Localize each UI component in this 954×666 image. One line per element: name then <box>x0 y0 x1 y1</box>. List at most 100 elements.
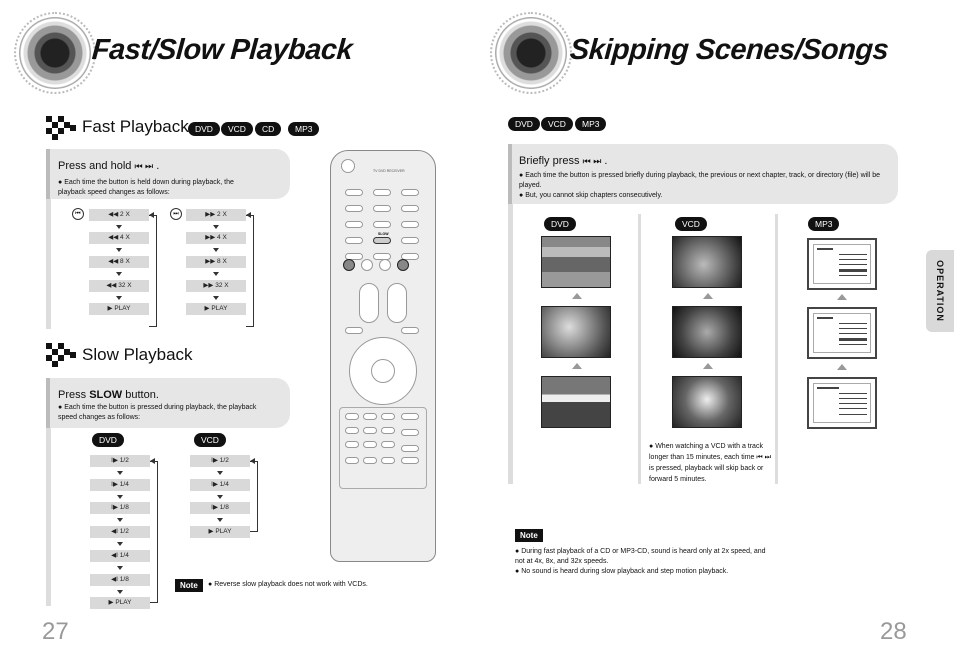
up-arrow-icon <box>837 294 847 300</box>
fast-rev-step: ◀◀ 4 X <box>89 232 149 244</box>
checker-icon <box>46 116 78 140</box>
down-arrow-icon <box>116 272 122 276</box>
badge-vcd: VCD <box>194 433 226 447</box>
slow-dvd-step: ◀I 1/4 <box>90 550 150 562</box>
loop-arrow-icon <box>246 212 251 218</box>
down-arrow-icon <box>217 518 223 522</box>
fast-rev-step: ◀◀ 8 X <box>89 256 149 268</box>
skip-instruction: Briefly press ⏮ ⏭ . <box>519 155 608 167</box>
skip-back-icon: ⏮ <box>72 208 84 220</box>
loop-line <box>150 461 158 603</box>
slow-dvd-step: I▶ 1/4 <box>90 479 150 491</box>
slow-dvd-step: I▶ 1/8 <box>90 502 150 514</box>
mp3-screen-thumbnail <box>807 238 877 290</box>
page-number: 28 <box>880 618 907 645</box>
up-arrow-icon <box>703 363 713 369</box>
slow-dvd-step: ◀I 1/2 <box>90 526 150 538</box>
vcd-scene-thumbnail <box>672 236 742 288</box>
mp3-screen-thumbnail <box>807 377 877 429</box>
down-arrow-icon <box>116 225 122 229</box>
badge-dvd: DVD <box>92 433 124 447</box>
down-arrow-icon <box>117 518 123 522</box>
badge-mp3: MP3 <box>575 117 607 131</box>
fast-rev-step: ▶ PLAY <box>89 303 149 315</box>
operation-side-tab[interactable]: OPERATION <box>926 250 954 332</box>
fast-rev-step: ◀◀ 32 X <box>89 280 149 292</box>
column-divider <box>638 214 641 484</box>
page-title: Skipping Scenes/Songs <box>568 34 890 66</box>
loop-line <box>149 215 157 327</box>
skip-buttons-icon: ⏮ ⏭ <box>756 454 771 461</box>
slow-vcd-step: I▶ 1/4 <box>190 479 250 491</box>
loop-arrow-icon <box>150 458 155 464</box>
slow-bullet: ● Each time the button is pressed during… <box>58 404 257 421</box>
slow-dvd-step: ▶ PLAY <box>90 597 150 609</box>
fast-playback-heading: Fast Playback <box>82 117 189 136</box>
column-divider <box>775 214 778 484</box>
slow-vcd-step: ▶ PLAY <box>190 526 250 538</box>
down-arrow-icon <box>217 495 223 499</box>
skip-panel-stem <box>508 204 513 484</box>
badge-cd: CD <box>255 122 282 136</box>
skip-forward-icon: ⏭ <box>170 208 182 220</box>
slow-dvd-step: ◀I 1/8 <box>90 574 150 586</box>
badge-mp3: MP3 <box>288 122 320 136</box>
badge-vcd: VCD <box>221 122 253 136</box>
down-arrow-icon <box>213 272 219 276</box>
note-label: Note <box>515 529 543 542</box>
slow-playback-heading: Slow Playback <box>82 345 193 364</box>
page-title: Fast/Slow Playback <box>90 34 354 66</box>
slow-key-label: SLOW <box>89 389 123 401</box>
up-arrow-icon <box>572 363 582 369</box>
badge-vcd: VCD <box>541 117 573 131</box>
fast-bullet: ● Each time the button is held down duri… <box>58 179 234 196</box>
loop-arrow-icon <box>250 458 255 464</box>
fast-fwd-step: ▶▶ 32 X <box>186 280 246 292</box>
loop-line <box>250 461 258 532</box>
badge-vcd: VCD <box>675 217 707 231</box>
fast-rev-step: ◀◀ 2 X <box>89 209 149 221</box>
page-number: 27 <box>42 618 69 645</box>
loop-arrow-icon <box>149 212 154 218</box>
down-arrow-icon <box>117 590 123 594</box>
remote-slow-label: SLOW <box>378 232 389 236</box>
speaker-ring-icon <box>14 12 96 94</box>
fast-instruction: Press and hold ⏮ ⏭ . <box>58 160 160 172</box>
badge-dvd: DVD <box>544 217 576 231</box>
dvd-menu-thumbnail <box>541 236 611 288</box>
checker-icon <box>46 343 78 367</box>
vcd-scene-thumbnail <box>672 376 742 428</box>
fast-fwd-step: ▶▶ 4 X <box>186 232 246 244</box>
slow-vcd-step: I▶ 1/8 <box>190 502 250 514</box>
dvd-scene-thumbnail <box>541 306 611 358</box>
up-arrow-icon <box>572 293 582 299</box>
fast-instruction-panel <box>46 149 290 199</box>
skip-buttons-icon: ⏮ ⏭ <box>582 156 602 166</box>
down-arrow-icon <box>117 566 123 570</box>
note-text: ● No sound is heard during slow playback… <box>515 568 729 575</box>
slow-dvd-step: I▶ 1/2 <box>90 455 150 467</box>
down-arrow-icon <box>217 471 223 475</box>
dvd-scene-thumbnail <box>541 376 611 428</box>
note-label: Note <box>175 579 203 592</box>
skip-buttons-icon: ⏮ ⏭ <box>134 161 154 171</box>
remote-control-icon: TV DVD RECEIVER SLOW <box>330 150 436 562</box>
up-arrow-icon <box>703 293 713 299</box>
speaker-icon <box>495 17 567 89</box>
down-arrow-icon <box>116 296 122 300</box>
slow-instruction-panel <box>46 378 290 428</box>
down-arrow-icon <box>213 225 219 229</box>
skip-instruction-panel <box>508 144 898 204</box>
down-arrow-icon <box>116 248 122 252</box>
fast-fwd-step: ▶ PLAY <box>186 303 246 315</box>
note-text: ● During fast playback of a CD or MP3-CD… <box>515 548 766 565</box>
badge-dvd: DVD <box>508 117 540 131</box>
mp3-screen-thumbnail <box>807 307 877 359</box>
skip-bullet: ● But, you cannot skip chapters consecut… <box>519 192 663 199</box>
down-arrow-icon <box>213 296 219 300</box>
fast-fwd-step: ▶▶ 2 X <box>186 209 246 221</box>
loop-line <box>246 215 254 327</box>
badge-mp3: MP3 <box>808 217 840 231</box>
note-text: ● Reverse slow playback does not work wi… <box>208 581 368 588</box>
vcd-note: ● When watching a VCD with a track longe… <box>649 443 771 483</box>
